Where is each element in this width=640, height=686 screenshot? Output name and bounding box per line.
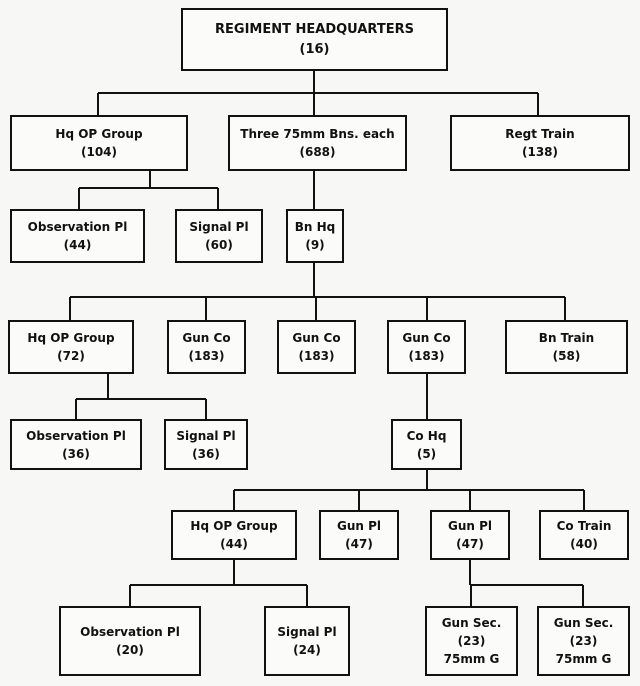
- node-hq-op-group-regiment: Hq OP Group (104): [10, 115, 188, 171]
- node-count: (60): [205, 238, 233, 252]
- node-count: (58): [552, 349, 581, 363]
- node-name: Observation Pl: [80, 625, 180, 639]
- node-name: Gun Co: [402, 331, 451, 345]
- node-count: (40): [570, 537, 598, 551]
- node-name: Hq OP Group: [190, 519, 278, 533]
- node-count: (24): [293, 643, 321, 657]
- node-name: Regt Train: [505, 127, 575, 141]
- node-gun-co-3: Gun Co (183): [387, 320, 466, 374]
- node-count: (36): [62, 446, 90, 461]
- node-name: Observation Pl: [27, 220, 128, 234]
- node-count: (183): [298, 349, 335, 363]
- node-count: (44): [63, 238, 92, 252]
- node-count: (72): [57, 349, 85, 363]
- node-observation-pl-battalion: Observation Pl (36): [10, 419, 142, 470]
- node-count: (5): [416, 446, 437, 461]
- node-regt-train: Regt Train (138): [450, 115, 630, 171]
- node-name: Bn Train: [538, 331, 595, 345]
- node-name: Signal Pl: [189, 220, 249, 234]
- node-count: (36): [192, 446, 220, 461]
- node-name: Hq OP Group: [55, 127, 143, 141]
- node-name: Gun Co: [292, 331, 341, 345]
- node-signal-pl-battalion: Signal Pl (36): [164, 419, 248, 470]
- node-count: (104): [80, 145, 118, 159]
- node-count: (47): [456, 537, 484, 551]
- node-gun-co-1: Gun Co (183): [167, 320, 246, 374]
- node-name: Gun Co: [182, 331, 231, 345]
- node-name: Co Hq: [406, 428, 447, 443]
- node-bn-hq: Bn Hq (9): [286, 209, 344, 263]
- node-count: (23): [457, 634, 486, 648]
- node-weapon: 75mm G: [555, 652, 612, 666]
- node-count: (688): [299, 145, 336, 159]
- node-count: (16): [299, 41, 330, 57]
- node-count: (138): [521, 145, 559, 159]
- node-gun-pl-1: Gun Pl (47): [319, 510, 399, 560]
- node-gun-sec-1: Gun Sec. (23) 75mm G: [425, 606, 518, 676]
- node-name: Gun Pl: [336, 519, 382, 533]
- node-co-train: Co Train (40): [539, 510, 629, 560]
- node-hq-op-group-battalion: Hq OP Group (72): [8, 320, 134, 374]
- node-name: Signal Pl: [277, 625, 337, 639]
- node-signal-pl-company: Signal Pl (24): [264, 606, 350, 676]
- node-name: Gun Sec.: [553, 616, 614, 630]
- node-gun-pl-2: Gun Pl (47): [430, 510, 510, 560]
- node-count: (47): [345, 537, 373, 551]
- node-name: Observation Pl: [26, 428, 126, 443]
- node-name: Co Train: [556, 519, 612, 533]
- node-count: (23): [569, 634, 598, 648]
- node-hq-op-group-company: Hq OP Group (44): [171, 510, 297, 560]
- node-three-75mm-bns: Three 75mm Bns. each (688): [228, 115, 407, 171]
- node-observation-pl-regiment: Observation Pl (44): [10, 209, 145, 263]
- node-signal-pl-regiment: Signal Pl (60): [175, 209, 263, 263]
- node-name: Signal Pl: [176, 428, 236, 443]
- node-name: Gun Pl: [447, 519, 493, 533]
- node-count: (183): [188, 349, 225, 363]
- node-name: REGIMENT HEADQUARTERS: [215, 22, 414, 37]
- node-count: (20): [116, 643, 144, 657]
- node-observation-pl-company: Observation Pl (20): [59, 606, 201, 676]
- node-bn-train: Bn Train (58): [505, 320, 628, 374]
- node-name: Hq OP Group: [27, 331, 115, 345]
- node-count: (183): [408, 349, 445, 363]
- node-name: Three 75mm Bns. each: [240, 127, 395, 141]
- node-count: (9): [305, 238, 325, 252]
- node-name: Gun Sec.: [441, 616, 502, 630]
- node-co-hq: Co Hq (5): [391, 419, 462, 470]
- node-weapon: 75mm G: [443, 652, 500, 666]
- node-name: Bn Hq: [294, 220, 336, 234]
- node-gun-sec-2: Gun Sec. (23) 75mm G: [537, 606, 630, 676]
- node-regiment-headquarters: REGIMENT HEADQUARTERS (16): [181, 8, 448, 71]
- node-count: (44): [220, 537, 248, 551]
- node-gun-co-2: Gun Co (183): [277, 320, 356, 374]
